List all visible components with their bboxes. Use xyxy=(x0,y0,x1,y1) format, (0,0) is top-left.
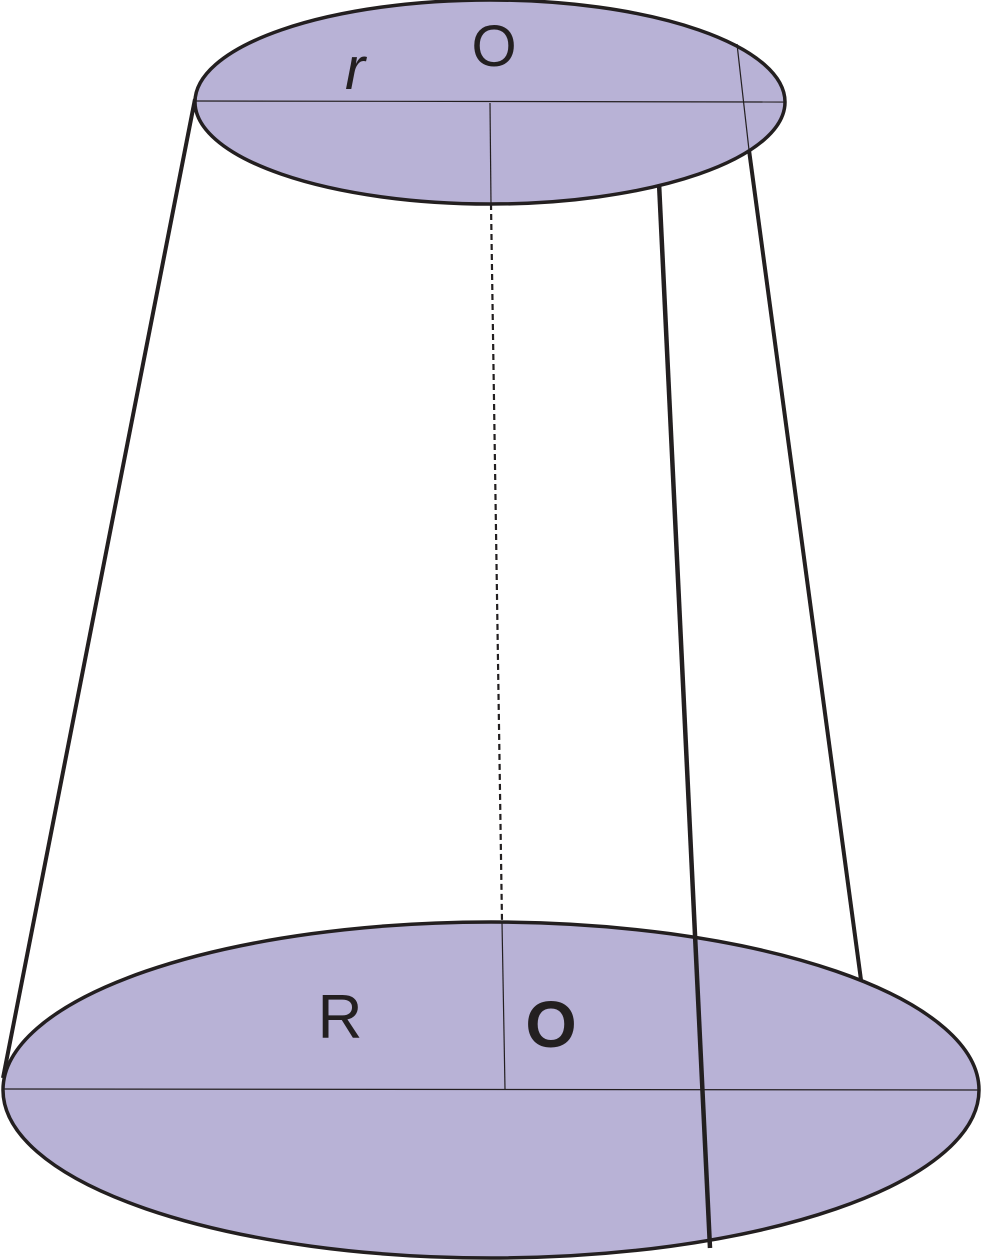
top-center-label: O xyxy=(471,14,516,79)
bottom-axis-segment xyxy=(501,921,506,1090)
top-radius-label: r xyxy=(345,35,367,102)
bottom-diameter xyxy=(2,1088,980,1091)
right-generator xyxy=(747,149,863,981)
top-diameter xyxy=(194,100,786,103)
slant-line xyxy=(656,182,713,1249)
bottom-center-label: O xyxy=(525,987,576,1061)
left-generator xyxy=(1,98,197,1079)
top-axis-segment xyxy=(489,102,492,205)
axis-hidden-dashed xyxy=(489,203,504,923)
bottom-radius-label: R xyxy=(318,983,363,1052)
top-chord xyxy=(736,43,750,151)
